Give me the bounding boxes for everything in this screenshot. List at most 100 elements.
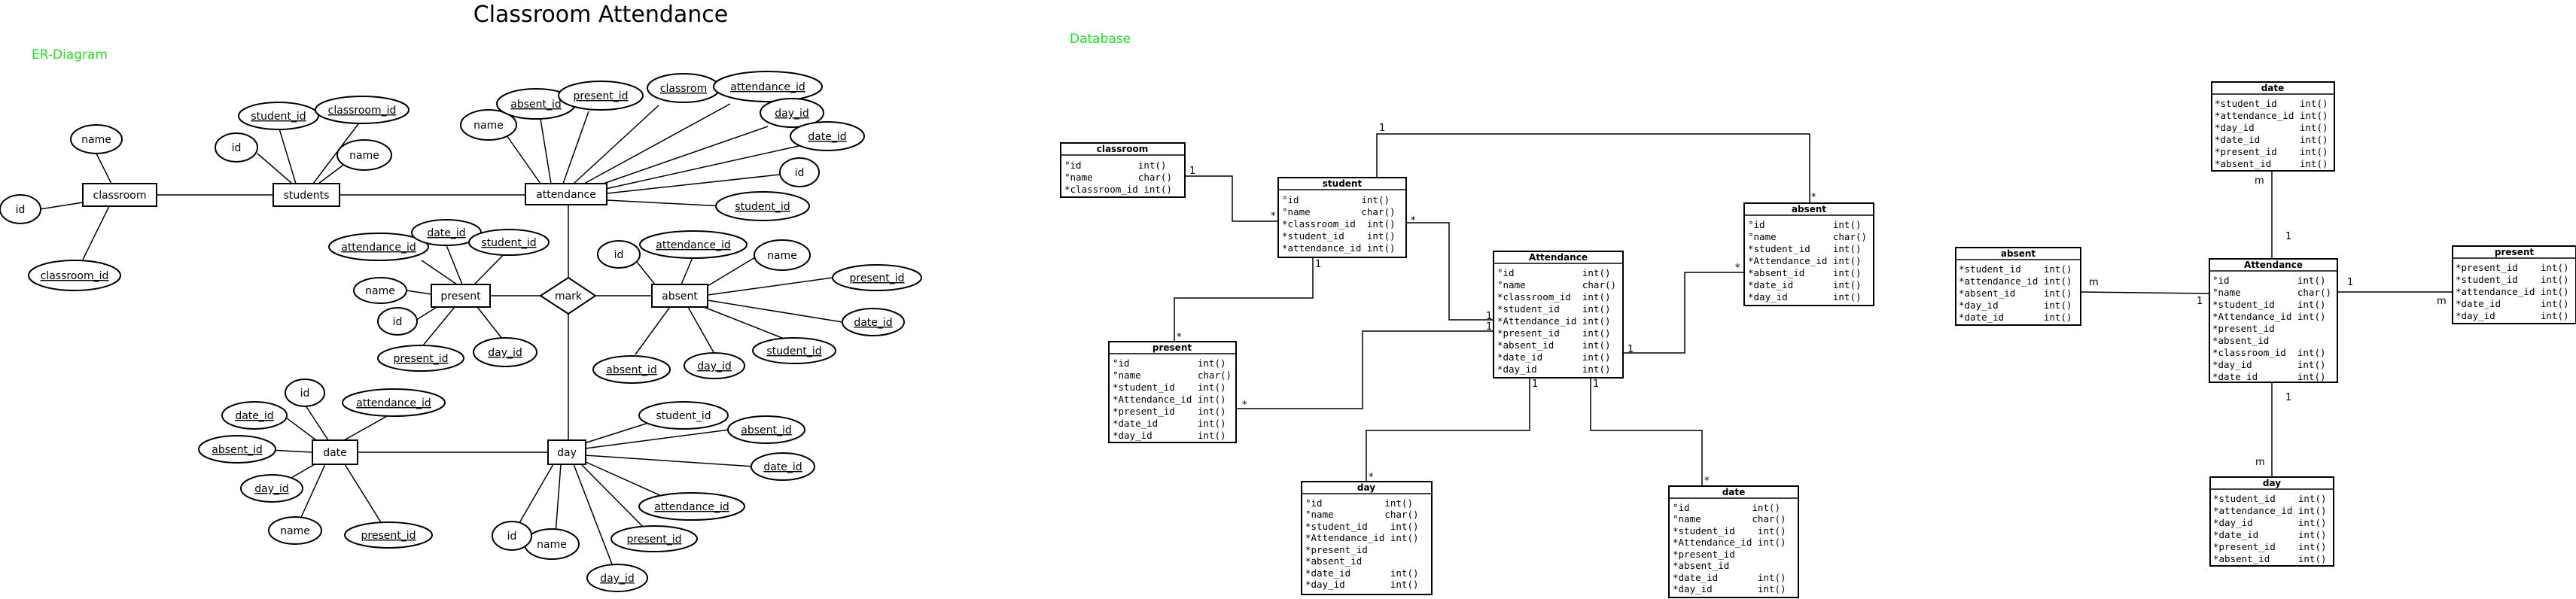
svg-text:*classroom_id int(): *classroom_id int() xyxy=(1497,291,1611,303)
svg-text:*Attendance_id int(): *Attendance_id int() xyxy=(1748,255,1862,266)
svg-text:*day_id int(): *day_id int() xyxy=(2213,517,2327,528)
er-attr-absent-name: name xyxy=(754,239,811,271)
svg-text:m: m xyxy=(2255,175,2264,187)
er-attr-classroom-name: name xyxy=(70,124,123,154)
svg-text:date_id: date_id xyxy=(427,227,465,239)
svg-text:*student_id int(): *student_id int() xyxy=(1305,521,1419,532)
er-attr-day-present-id: present_id xyxy=(611,525,698,552)
svg-text:*absent_id int(): *absent_id int() xyxy=(2213,553,2327,564)
er-attr-day-absent-id: absent_id xyxy=(727,415,805,444)
er-attr-attendance-name: name xyxy=(460,109,517,141)
svg-text:*student_id int(): *student_id int() xyxy=(1113,382,1226,393)
svg-text:*day_id int(): *day_id int() xyxy=(1497,363,1611,375)
er-attr-date-absent-id: absent_id xyxy=(198,435,276,464)
star-cardinalities: m 1 m 1 1 m 1 m xyxy=(2089,175,2447,468)
svg-text:°id int(): °id int() xyxy=(1282,194,1390,205)
svg-text:*: * xyxy=(1242,400,1247,411)
svg-text:present: present xyxy=(2495,247,2534,257)
svg-text:*present_id: *present_id xyxy=(1305,544,1368,555)
svg-text:name: name xyxy=(365,285,395,297)
svg-text:1: 1 xyxy=(1628,344,1634,355)
star-table-day: day *student_id int() *attendance_id int… xyxy=(2209,476,2334,567)
svg-text:*classroom_id int(): *classroom_id int() xyxy=(2212,347,2326,358)
svg-text:classrom: classrom xyxy=(660,83,707,95)
svg-text:id: id xyxy=(795,167,805,179)
svg-text:1: 1 xyxy=(2347,277,2353,288)
er-attr-attendance-present-id: present_id xyxy=(558,81,644,111)
svg-text:1: 1 xyxy=(2197,296,2203,307)
er-attr-absent-attendance-id: attendance_id xyxy=(639,230,748,259)
svg-text:present_id: present_id xyxy=(627,534,682,546)
svg-text:*attendance_id int(): *attendance_id int() xyxy=(2213,505,2327,516)
svg-text:attendance_id: attendance_id xyxy=(654,501,729,513)
db-cardinalities: 1 * 1 * 1 * * 1 * 1 * 1 1 * 1 * xyxy=(1177,123,1816,487)
svg-text:*absent_id int(): *absent_id int() xyxy=(1497,339,1611,351)
svg-text:m: m xyxy=(2437,296,2447,307)
star-table-present: present *present_id int() *student_id in… xyxy=(2452,245,2576,324)
svg-text:date_id: date_id xyxy=(854,317,892,329)
svg-text:°name char(): °name char() xyxy=(1497,279,1616,290)
er-attr-date-day-id: day_id xyxy=(240,474,303,503)
svg-text:day: day xyxy=(2263,478,2281,488)
svg-text:*Attendance_id int(): *Attendance_id int() xyxy=(1113,394,1226,405)
db-connectors xyxy=(1174,133,1810,486)
er-entity-attendance: attendance xyxy=(525,183,607,205)
svg-text:1: 1 xyxy=(1532,379,1538,390)
er-attr-present-student-id: student_id xyxy=(468,229,550,256)
svg-text:*attendance_id int(): *attendance_id int() xyxy=(1959,275,2072,287)
svg-text:attendance_id: attendance_id xyxy=(730,81,805,93)
svg-text:*present_id: *present_id xyxy=(2212,323,2275,334)
er-attr-day-name: name xyxy=(524,528,580,560)
svg-text:°name char(): °name char() xyxy=(2212,287,2331,298)
svg-text:students: students xyxy=(284,190,330,202)
svg-text:*present_id int(): *present_id int() xyxy=(2215,146,2328,157)
svg-text:student_id: student_id xyxy=(481,237,536,249)
svg-text:1: 1 xyxy=(1486,321,1492,333)
page-title: Classroom Attendance xyxy=(473,2,728,28)
svg-text:name: name xyxy=(473,120,504,132)
svg-text:attendance: attendance xyxy=(536,189,596,201)
er-attr-day-date-id: date_id xyxy=(751,452,815,481)
svg-text:*date_id int(): *date_id int() xyxy=(2212,371,2326,382)
svg-text:1: 1 xyxy=(1315,259,1321,270)
svg-text:name: name xyxy=(280,525,310,537)
er-attr-present-name: name xyxy=(353,277,407,304)
star-table-date: date *student_id int() *attendance_id in… xyxy=(2211,81,2335,172)
er-attr-date-date-id: date_id xyxy=(221,401,288,430)
svg-text:*student_id int(): *student_id int() xyxy=(1497,303,1611,315)
er-attr-day-id: id xyxy=(492,521,532,551)
svg-text:*Attendance_id int(): *Attendance_id int() xyxy=(1673,537,1786,548)
er-attr-absent-student-id: student_id xyxy=(752,337,836,364)
svg-text:*student_id int(): *student_id int() xyxy=(2212,299,2326,310)
svg-text:day_id: day_id xyxy=(697,360,732,372)
svg-text:absent: absent xyxy=(2001,248,2036,259)
svg-text:present_id: present_id xyxy=(361,530,416,542)
svg-text:1: 1 xyxy=(2285,392,2291,403)
svg-text:day: day xyxy=(557,447,577,459)
svg-text:classroom_id: classroom_id xyxy=(328,105,397,117)
db-table-day: day °id int() °name char() *student_id i… xyxy=(1301,481,1433,595)
er-attributes: name id classroom_id id student_id class… xyxy=(0,71,922,592)
svg-text:*: * xyxy=(1369,472,1374,483)
svg-text:°name char(): °name char() xyxy=(1064,172,1172,183)
er-attr-attendance-day-id: day_id xyxy=(760,98,824,128)
er-attr-present-attendance-id: attendance_id xyxy=(328,233,429,261)
er-entity-present: present xyxy=(431,284,491,308)
svg-text:*absent_id int(): *absent_id int() xyxy=(2215,158,2328,169)
svg-text:1: 1 xyxy=(1189,166,1195,177)
svg-text:*classroom_id int(): *classroom_id int() xyxy=(1064,184,1172,195)
svg-text:Attendance: Attendance xyxy=(1529,252,1588,263)
svg-text:date: date xyxy=(2261,83,2285,93)
er-attr-date-name: name xyxy=(268,516,322,545)
er-attr-date-attendance-id: attendance_id xyxy=(342,388,446,417)
svg-text:*present_id int(): *present_id int() xyxy=(2456,262,2569,273)
svg-text:*day_id int(): *day_id int() xyxy=(2215,122,2328,133)
svg-text:*student_id int(): *student_id int() xyxy=(1673,525,1786,537)
svg-text:attendance_id: attendance_id xyxy=(356,397,431,409)
db-table-present: present °id int() °name char() *student_… xyxy=(1108,341,1237,443)
er-attr-date-present-id: present_id xyxy=(344,521,433,549)
svg-text:*classroom_id int(): *classroom_id int() xyxy=(1282,218,1396,230)
svg-text:*attendance_id int(): *attendance_id int() xyxy=(1282,242,1396,254)
svg-text:*Attendance_id int(): *Attendance_id int() xyxy=(2212,311,2326,322)
svg-text:mark: mark xyxy=(555,290,583,303)
